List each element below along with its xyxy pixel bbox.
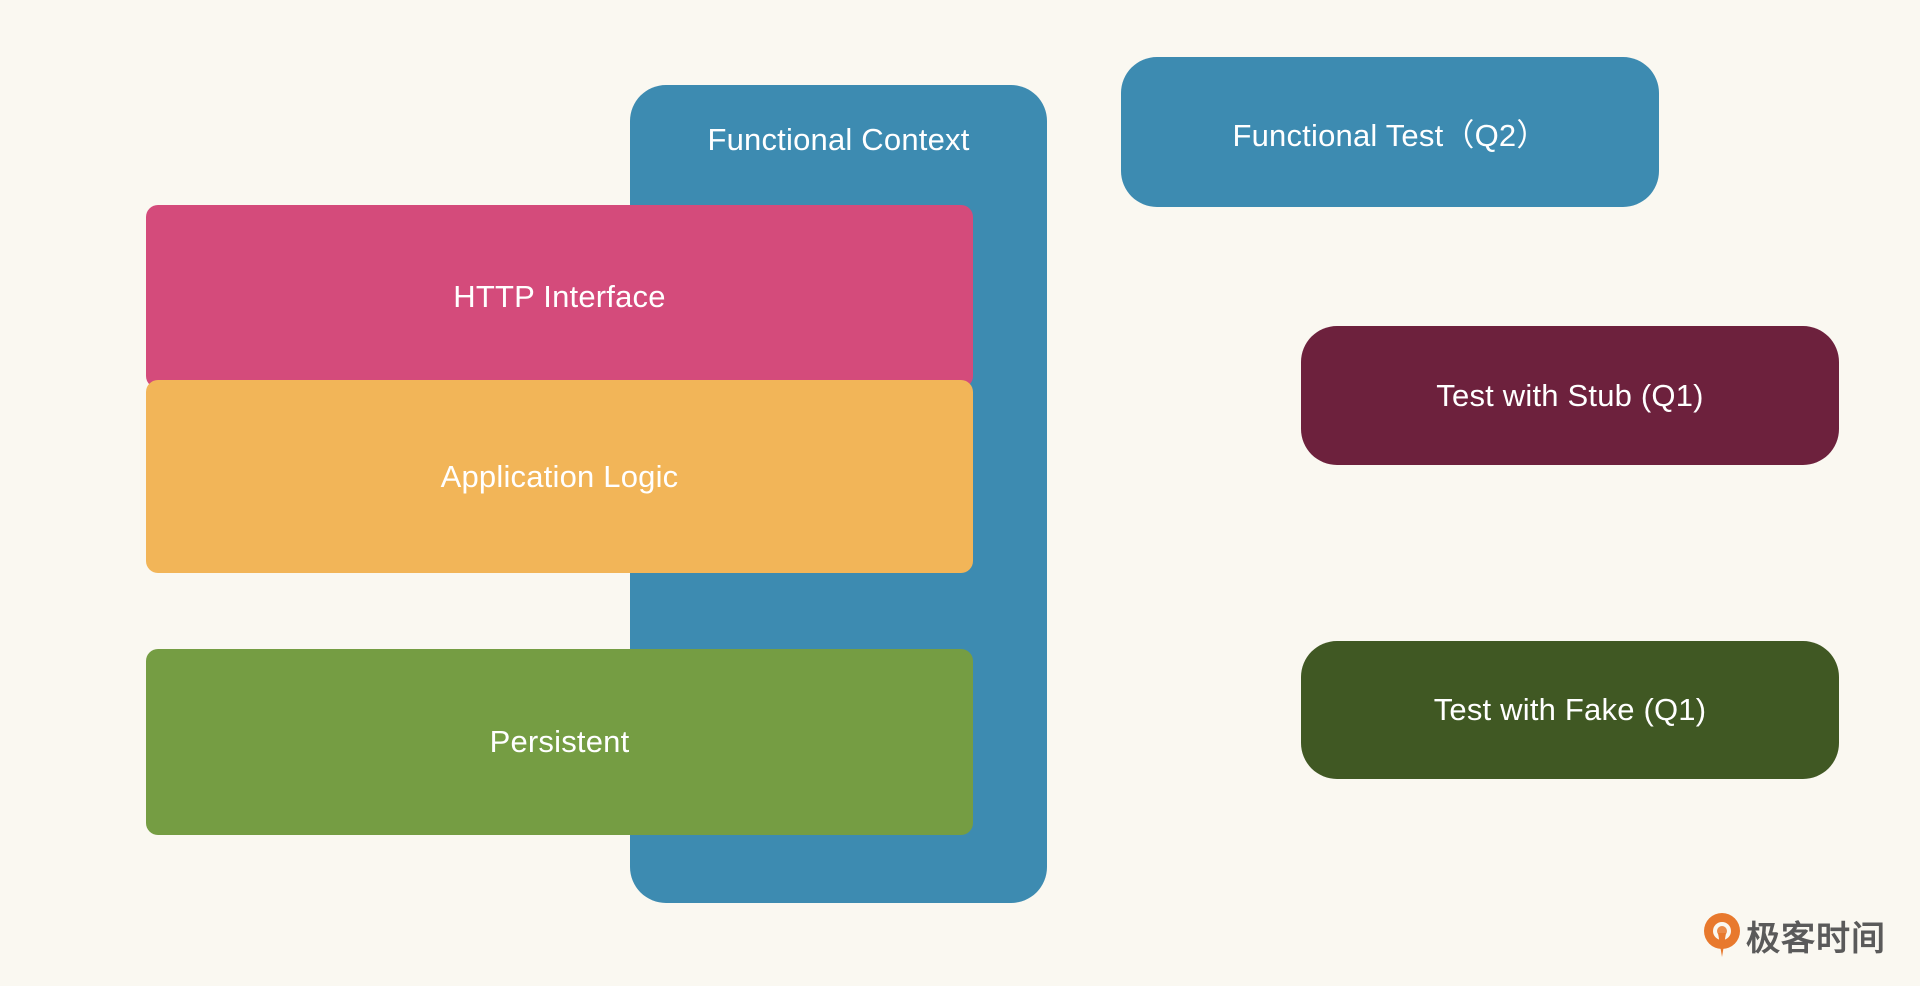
geektime-logo-icon: [1704, 913, 1740, 957]
test-with-fake-label: Test with Fake (Q1): [1433, 692, 1707, 727]
functional-test-legend: Functional Test（Q2）: [1121, 57, 1659, 207]
test-with-stub-label: Test with Stub (Q1): [1436, 377, 1704, 413]
functional-context-label: Functional Context: [707, 122, 970, 157]
functional-test-label: Functional Test（Q2）: [1232, 117, 1548, 153]
persistent-layer: Persistent: [146, 649, 973, 835]
test-with-stub-legend: Test with Stub (Q1): [1301, 326, 1839, 465]
http-interface-label: HTTP Interface: [453, 278, 666, 314]
brand-watermark: 极客时间: [1700, 910, 1886, 960]
application-logic-label: Application Logic: [440, 458, 679, 494]
test-with-fake-legend: Test with Fake (Q1): [1301, 641, 1839, 779]
persistent-label: Persistent: [489, 724, 630, 759]
brand-name: 极客时间: [1746, 918, 1886, 959]
application-logic-layer: Application Logic: [146, 380, 973, 573]
http-interface-layer: HTTP Interface: [146, 205, 973, 388]
